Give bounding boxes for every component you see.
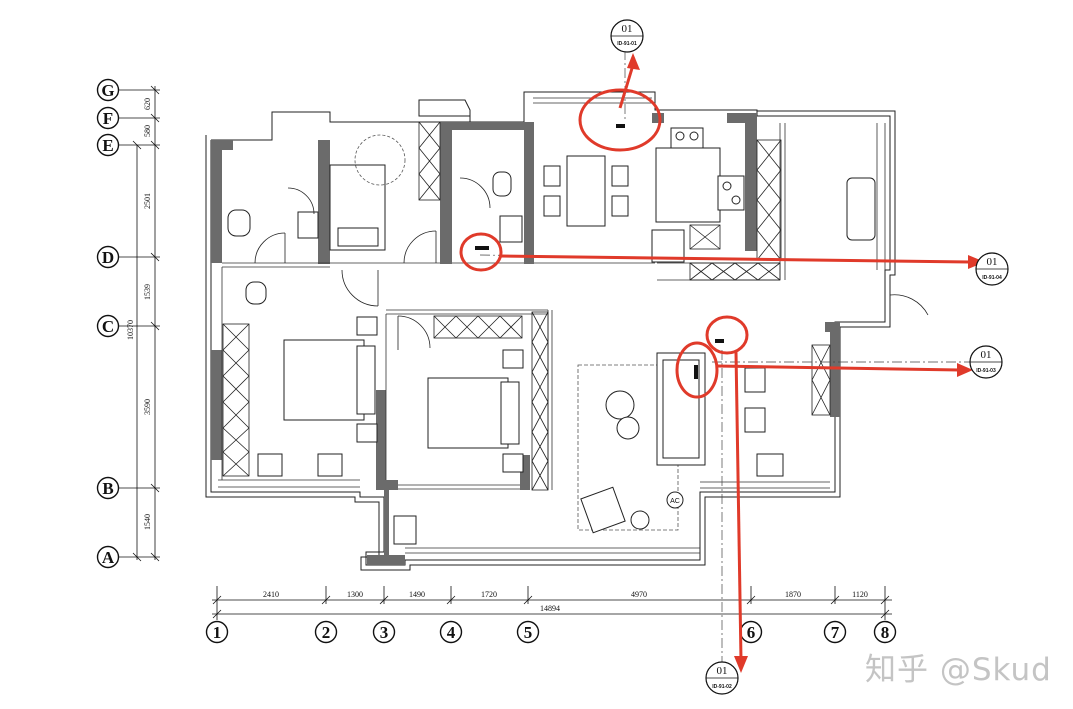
elevation-marker-right-lower: 01 ID-91-03 [969,345,1003,379]
column-axis-label: 8 [881,623,890,642]
row-axis-g: G [96,78,120,102]
dimension-label: 1539 [143,284,152,300]
elevation-marker-top: 01 ID-91-01 [610,19,644,53]
column-axis-label: 4 [447,623,456,642]
ac-label: AC [670,498,680,505]
row-axis-label: B [102,479,113,498]
column-axes [205,620,897,644]
elevation-marker-bottom: 01 ID-91-02 [705,661,739,695]
elevation-number: 01 [622,23,633,35]
elevation-number: 01 [987,256,998,268]
row-axis-e: E [96,133,120,157]
elevation-code: ID-91-04 [982,275,1002,281]
column-axis-label: 7 [831,623,840,642]
row-axis-c: C [96,314,120,338]
row-axis-b: B [96,476,120,500]
doors [254,177,491,350]
elevation-marker-right-upper: 01 ID-91-04 [975,252,1009,286]
elevation-callouts [459,53,985,673]
elevation-number: 01 [717,665,728,677]
row-axis-label: F [103,109,113,128]
elevation-code: ID-91-01 [617,41,637,47]
dimension-label: 1490 [409,590,425,599]
vertical-dimension-chain [132,85,160,562]
column-axis-label: 3 [380,623,389,642]
row-axis-d: D [96,245,120,269]
column-axis-label: 1 [213,623,222,642]
structural-walls [211,113,840,565]
dimension-label: 2410 [263,590,279,599]
exterior-outline [205,91,896,571]
dimension-label: 3590 [143,399,152,415]
row-axis-label: A [102,548,115,567]
column-axis-label: 2 [322,623,331,642]
row-axis-label: C [102,317,114,336]
row-axis-label: D [102,248,114,267]
overall-dimension-label: 14894 [540,604,560,613]
dimension-label: 580 [143,125,152,137]
dimension-label: 1300 [347,590,363,599]
dimension-label: 1120 [852,590,868,599]
furniture [227,127,929,545]
row-axis-f: F [96,106,120,130]
interior-walls [218,97,886,554]
row-axis-label: G [101,81,114,100]
row-axis-leaders [119,89,160,558]
wardrobes [222,121,831,491]
watermark: 知乎 @Skud [865,652,1052,688]
horizontal-dimension-chain [212,586,892,620]
elevation-number: 01 [981,349,992,361]
dimension-label: 10370 [126,320,135,340]
dimension-label: 1720 [481,590,497,599]
column-axis-label: 5 [524,623,533,642]
dimension-label: 1540 [143,514,152,530]
dimension-label: 4970 [631,590,647,599]
elevation-code: ID-91-02 [712,684,732,690]
dimension-label: 1870 [785,590,801,599]
dimension-label: 2501 [143,193,152,209]
row-axis-label: E [102,136,113,155]
elevation-code: ID-91-03 [976,368,996,374]
dimension-label: 620 [143,98,152,110]
column-axis-label: 6 [747,623,756,642]
row-axis-a: A [96,545,120,569]
